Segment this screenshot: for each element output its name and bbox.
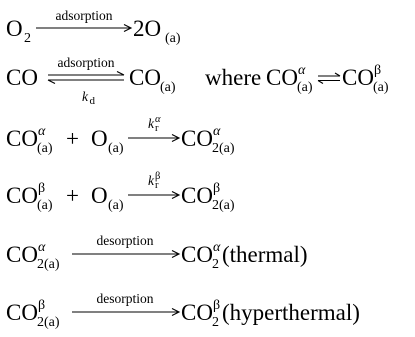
r3-lhs-a-main: CO: [6, 126, 38, 151]
r3-rhs-sub: 2(a): [212, 141, 235, 156]
r6-rhs-sup: β: [213, 298, 220, 313]
r1-lhs-sub: 2: [24, 31, 31, 46]
r1-lhs-main: O: [6, 16, 23, 41]
r6-rhs-tail: (hyperthermal): [222, 300, 360, 325]
r5-lhs-sup: α: [38, 240, 46, 255]
r2-eq-forward-half-arrowhead: [334, 72, 341, 77]
reaction-5: CO α 2(a) desorption CO α 2 (thermal): [6, 233, 308, 272]
r3-lhs-b-main: O: [91, 126, 108, 151]
r2-rhs-main: CO: [129, 65, 161, 90]
r5-rhs-main: CO: [181, 242, 213, 267]
r3-lhs-a-sup: α: [38, 124, 46, 139]
r1-arrow-label: adsorption: [56, 8, 113, 23]
r3-rhs-sup: α: [213, 124, 221, 139]
r2-eq-rhs-sub: (a): [373, 80, 389, 95]
r3-arrowhead: [171, 134, 181, 142]
r2-eq-rhs-main: CO: [342, 65, 374, 90]
r1-rhs-main: 2O: [133, 16, 161, 41]
r2-reverse-half-arrowhead: [47, 79, 56, 84]
r3-arrow-label-sup: α: [155, 114, 161, 125]
r5-rhs-tail: (thermal): [222, 242, 308, 267]
r4-arrow-label-sub: r: [155, 180, 159, 191]
r4-plus: +: [66, 183, 79, 208]
r4-lhs-a-sup: β: [38, 181, 45, 196]
r5-rhs-sub: 2: [212, 257, 219, 272]
r3-rhs-main: CO: [181, 126, 213, 151]
r2-arrow-label-top: adsorption: [58, 55, 115, 70]
r2-rhs-sub: (a): [160, 80, 176, 95]
r6-lhs-main: CO: [6, 300, 38, 325]
r3-arrow-label-sub: r: [155, 123, 159, 134]
r4-lhs-b-main: O: [91, 183, 108, 208]
r6-arrow-label: desorption: [97, 291, 154, 306]
r2-arrow-label-bottom-main: k: [82, 89, 89, 104]
r2-forward-half-arrowhead: [116, 71, 125, 76]
r6-lhs-sup: β: [38, 298, 45, 313]
reaction-1: O 2 adsorption 2O (a): [6, 8, 181, 46]
r4-arrowhead: [171, 191, 181, 199]
r6-rhs-main: CO: [181, 300, 213, 325]
r4-rhs-sup: β: [213, 181, 220, 196]
r3-plus: +: [66, 126, 79, 151]
r2-lhs-main: CO: [6, 65, 38, 90]
r3-lhs-a-sub: (a): [37, 141, 53, 156]
r6-lhs-sub: 2(a): [37, 315, 60, 330]
reaction-3: CO α (a) + O (a) k α r CO α 2(a): [6, 114, 235, 156]
r5-lhs-sub: 2(a): [37, 257, 60, 272]
r2-eq-lhs-main: CO: [266, 65, 298, 90]
r3-lhs-b-sub: (a): [108, 141, 124, 156]
r4-rhs-main: CO: [181, 183, 213, 208]
r2-connector: where: [205, 65, 261, 90]
r2-eq-lhs-sup: α: [298, 63, 306, 78]
r4-lhs-a-sub: (a): [37, 198, 53, 213]
r5-rhs-sup: α: [213, 240, 221, 255]
r6-arrowhead: [171, 308, 181, 316]
r4-lhs-b-sub: (a): [108, 198, 124, 213]
reaction-6: CO β 2(a) desorption CO β 2 (hypertherma…: [6, 291, 360, 330]
r4-arrow-label-sup: β: [155, 171, 160, 182]
reaction-4: CO β (a) + O (a) k β r CO β 2(a): [6, 171, 235, 213]
r4-arrow-label-main: k: [148, 173, 155, 188]
r4-lhs-a-main: CO: [6, 183, 38, 208]
r2-arrow-label-bottom-sub: d: [90, 95, 96, 107]
r5-arrow-label: desorption: [97, 233, 154, 248]
r6-rhs-sub: 2: [212, 315, 219, 330]
reaction-2: CO adsorption k d CO (a) where CO α (a) …: [6, 55, 389, 107]
r3-arrow-label-main: k: [148, 116, 155, 131]
r1-arrowhead: [123, 24, 133, 32]
r5-arrowhead: [171, 250, 181, 258]
r1-rhs-sub: (a): [165, 31, 181, 46]
r2-eq-rhs-sup: β: [374, 63, 381, 78]
r5-lhs-main: CO: [6, 242, 38, 267]
r4-rhs-sub: 2(a): [212, 198, 235, 213]
r2-eq-reverse-half-arrowhead: [317, 80, 324, 84]
r2-eq-lhs-sub: (a): [297, 80, 313, 95]
